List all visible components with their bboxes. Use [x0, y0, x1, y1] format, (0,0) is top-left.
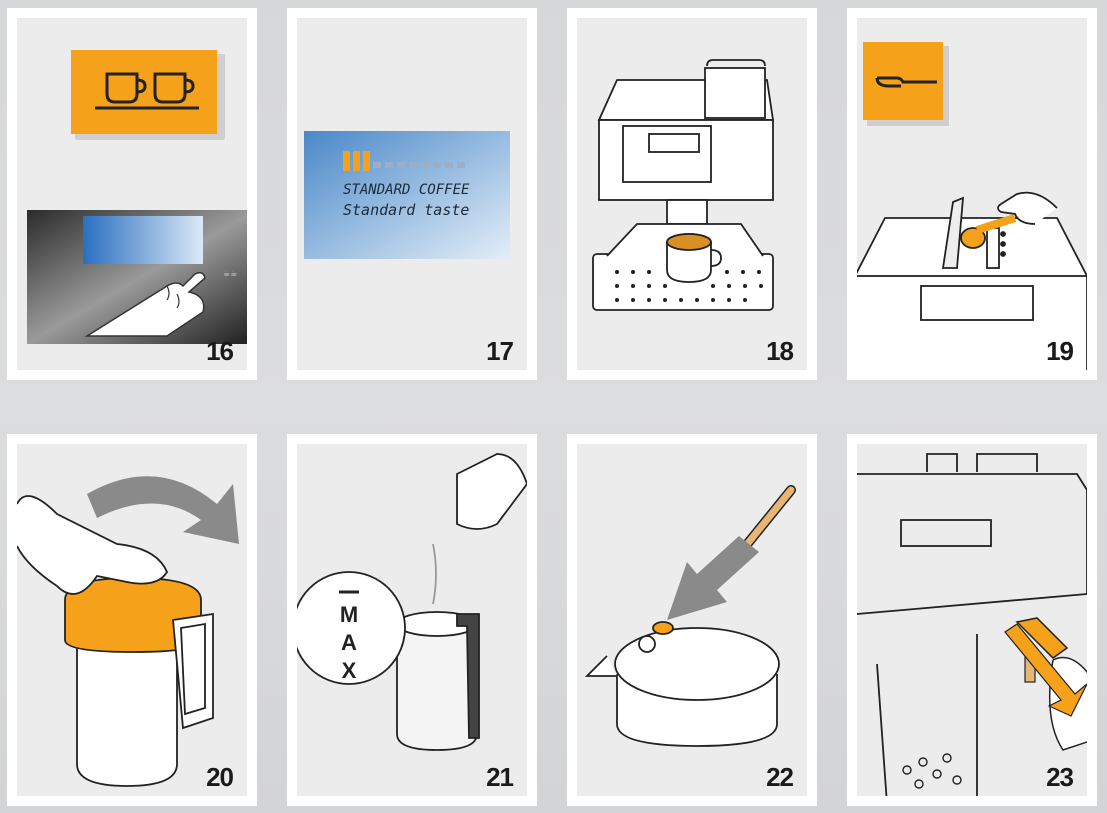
step-illustration-22: 22 [577, 444, 807, 796]
step-illustration-19: 19 [857, 18, 1087, 370]
step-illustration-18: 18 [577, 18, 807, 370]
step-number: 19 [1046, 336, 1074, 366]
step-number: 18 [766, 336, 794, 366]
step-illustration-23: 23 [857, 444, 1087, 796]
step-number: 20 [206, 762, 234, 792]
step-number: 17 [486, 336, 514, 366]
max-letter: M [340, 602, 358, 627]
display-line-2: Standard taste [343, 201, 469, 219]
coffee-machine-illustration [592, 59, 775, 311]
step-panel-18: 18 [567, 8, 817, 380]
max-letter: X [342, 658, 357, 683]
pitcher-illustration [396, 453, 527, 751]
step-number: 22 [766, 762, 794, 792]
milk-jug-illustration [17, 495, 214, 787]
step-panel-17: STANDARD COFFEE Standard taste 17 [287, 8, 537, 380]
step-panel-16: ☕☕ 16 [7, 8, 257, 380]
display-line-1: STANDARD COFFEE [343, 182, 470, 198]
drip-tray-dots [902, 753, 962, 789]
control-panel-illustration: ☕☕ [27, 210, 247, 344]
step-panel-20: 20 [7, 434, 257, 806]
step-number: 16 [206, 336, 234, 366]
milk-lid-illustration [584, 621, 780, 747]
step-panel-23: 23 [847, 434, 1097, 806]
step-panel-22: 22 [567, 434, 817, 806]
step-panel-21: M A X 21 [287, 434, 537, 806]
max-magnifier: M A X [297, 571, 406, 685]
step-illustration-20: 20 [17, 444, 247, 796]
step-panel-19: 19 [847, 8, 1097, 380]
insert-arrow-icon [667, 536, 759, 620]
drip-tray-dots [615, 270, 763, 302]
machine-underside-illustration [857, 453, 1087, 796]
bean-container-illustration [857, 191, 1087, 370]
pull-arrow-icon [1004, 623, 1087, 717]
step-illustration-16: ☕☕ 16 [17, 18, 247, 370]
step-illustration-21: M A X 21 [297, 444, 527, 796]
svg-text:☕☕: ☕☕ [223, 269, 237, 278]
double-cup-icon [71, 50, 225, 140]
step-number: 21 [486, 762, 514, 792]
step-illustration-17: STANDARD COFFEE Standard taste 17 [297, 18, 527, 370]
lcd-display: STANDARD COFFEE Standard taste [304, 131, 510, 259]
rotate-arrow-icon [87, 476, 239, 544]
max-letter: A [341, 630, 357, 655]
step-number: 23 [1046, 762, 1074, 792]
scoop-icon [863, 42, 949, 126]
